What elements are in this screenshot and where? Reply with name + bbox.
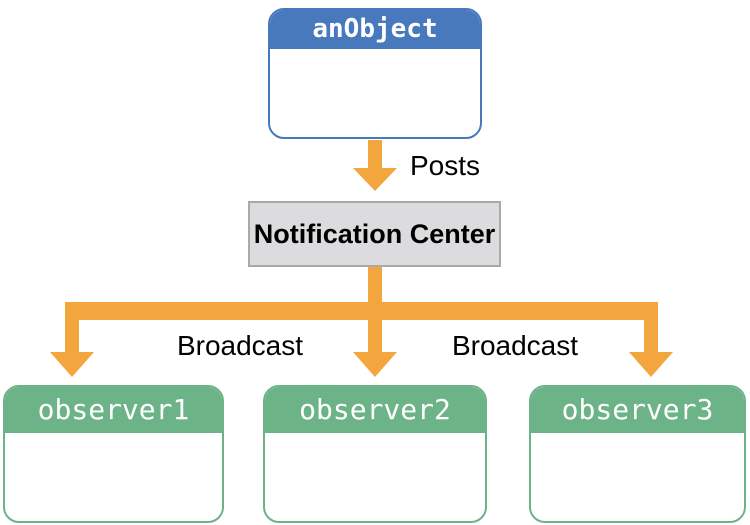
anobject-node: anObject — [268, 8, 482, 139]
observer2-node-title: observer2 — [265, 387, 485, 433]
observer3-node: observer3 — [529, 385, 746, 523]
broadcast-edge-label-left: Broadcast — [176, 330, 304, 361]
broadcast-arrows-icon — [50, 267, 673, 377]
observer1-node-title: observer1 — [5, 387, 222, 433]
observer2-node: observer2 — [263, 385, 487, 523]
notification-center-node: Notification Center — [248, 201, 501, 267]
broadcast-edge-label-right: Broadcast — [451, 330, 579, 361]
observer3-node-title: observer3 — [531, 387, 744, 433]
posts-edge-label: Posts — [410, 150, 481, 181]
posts-arrow-icon — [353, 140, 397, 191]
anobject-node-title: anObject — [270, 10, 480, 49]
observer1-node: observer1 — [3, 385, 224, 523]
